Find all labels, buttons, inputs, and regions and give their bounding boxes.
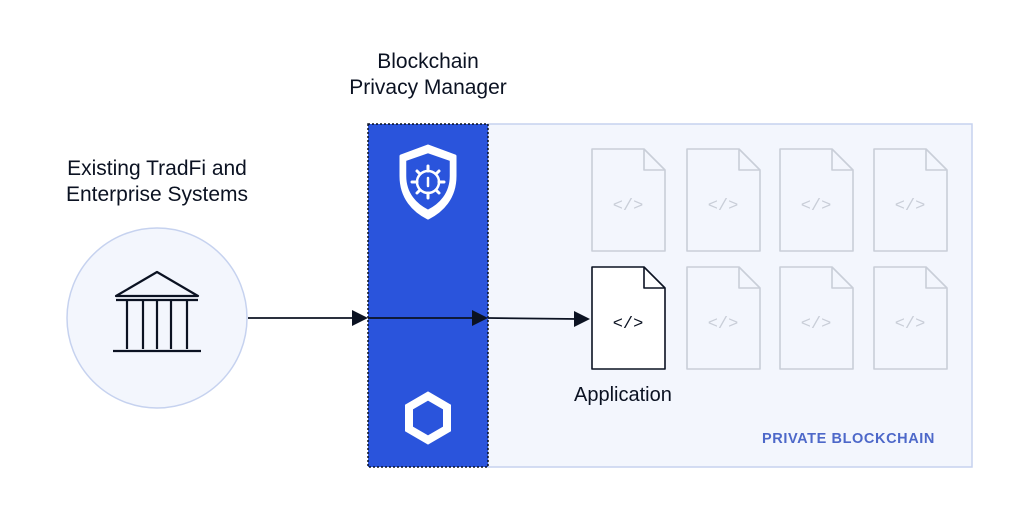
tradfi-label-line2: Enterprise Systems xyxy=(65,183,249,206)
code-file-icon: </> xyxy=(873,266,948,370)
bank-icon xyxy=(113,270,201,353)
code-file-icon: </> xyxy=(686,148,761,252)
privacy-manager-label-line1: Blockchain xyxy=(377,50,479,73)
tradfi-label-line1: Existing TradFi and xyxy=(67,157,247,180)
code-glyph: </> xyxy=(801,315,832,334)
privacy-manager-label: Blockchain Privacy Manager xyxy=(308,49,548,101)
code-file-icon: </> xyxy=(591,148,666,252)
code-file-icon: </> xyxy=(686,266,761,370)
arrow-right-icon xyxy=(487,311,590,327)
code-glyph: </> xyxy=(613,197,644,216)
code-file-icon: </> xyxy=(873,148,948,252)
code-file-icon: </> xyxy=(779,148,854,252)
arrow-right-icon xyxy=(248,310,368,326)
tradfi-label: Existing TradFi and Enterprise Systems xyxy=(30,156,284,208)
code-glyph: </> xyxy=(708,315,739,334)
code-glyph: </> xyxy=(895,315,926,334)
code-glyph: </> xyxy=(613,315,644,334)
privacy-manager-label-line2: Privacy Manager xyxy=(349,76,507,99)
privacy-manager-dotted-border xyxy=(367,123,489,468)
application-label: Application xyxy=(574,384,672,406)
code-glyph: </> xyxy=(708,197,739,216)
chainlink-hexagon-icon xyxy=(405,391,451,445)
code-glyph: </> xyxy=(895,197,926,216)
shield-gear-icon xyxy=(399,144,457,220)
code-file-icon: </> xyxy=(779,266,854,370)
application-file-icon: </> xyxy=(591,266,666,370)
code-glyph: </> xyxy=(801,197,832,216)
arrow-right-icon xyxy=(368,310,488,326)
private-blockchain-label: PRIVATE BLOCKCHAIN xyxy=(762,431,935,447)
